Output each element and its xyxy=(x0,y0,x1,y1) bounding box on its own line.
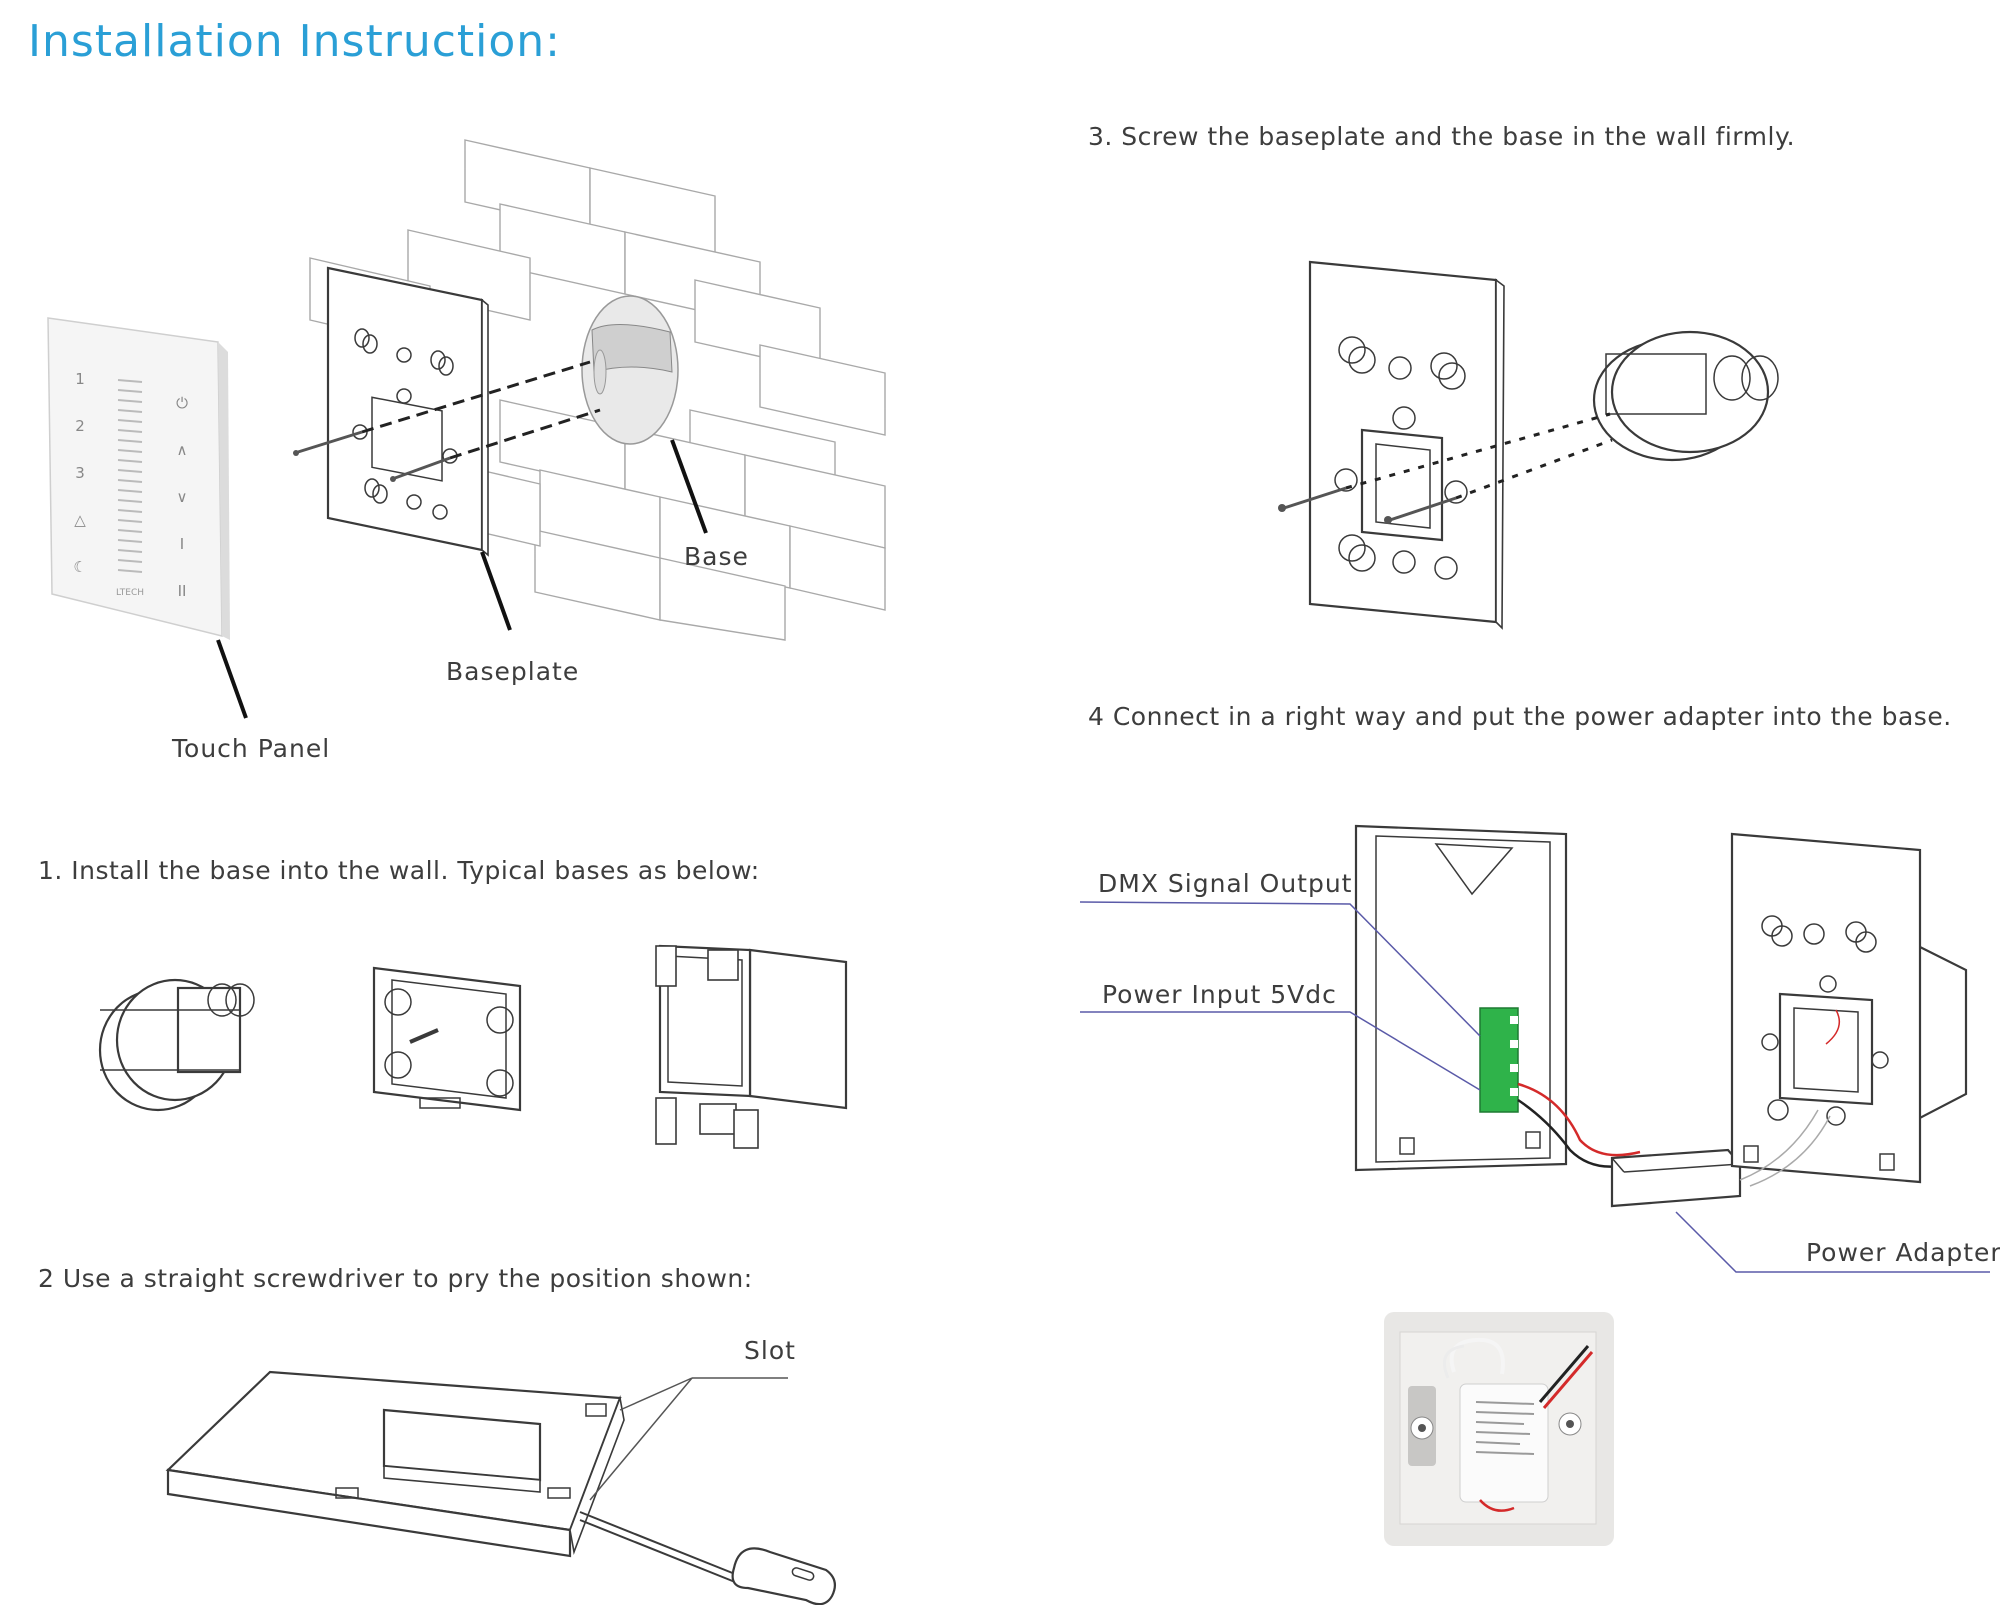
panel-button: 2 xyxy=(75,417,85,435)
touch-panel-label: Touch Panel xyxy=(172,734,331,763)
typical-bases-diagram xyxy=(98,944,848,1149)
screws xyxy=(293,360,601,482)
panel-left-buttons: 1 2 3 △ ☾ xyxy=(68,356,92,591)
wall-base-drawing xyxy=(581,295,679,445)
baseplate-with-box xyxy=(1730,832,1968,1187)
power-input-label: Power Input 5Vdc xyxy=(1102,980,1337,1009)
panel-brand: LTECH xyxy=(116,588,145,598)
rectangular-box xyxy=(655,944,848,1149)
panel-side-view xyxy=(165,1370,625,1558)
panel-button: ☾ xyxy=(73,558,87,576)
baseplate-front xyxy=(1308,260,1505,630)
page-title: Installation Instruction: xyxy=(28,16,561,67)
square-base xyxy=(372,966,522,1112)
base-label: Base xyxy=(684,542,749,571)
leader-lines xyxy=(1079,901,1990,1273)
power-adapter-drawing xyxy=(1610,1148,1742,1208)
step-3-text: 3. Screw the baseplate and the base in t… xyxy=(1088,122,1796,151)
baseplate-label: Baseplate xyxy=(446,657,580,686)
panel-button: ∧ xyxy=(176,441,188,459)
panel-back xyxy=(1354,824,1568,1172)
panel-button: 3 xyxy=(75,464,85,482)
screwdriver xyxy=(579,1511,837,1605)
round-base xyxy=(98,978,255,1112)
brick-wall xyxy=(309,139,886,641)
slot-leader xyxy=(589,1377,788,1501)
terminal-block xyxy=(1479,1007,1519,1113)
dmx-signal-output-label: DMX Signal Output xyxy=(1098,869,1353,898)
screws-step3 xyxy=(1278,412,1613,524)
wiring-diagram xyxy=(1079,824,1990,1273)
screw-baseplate-diagram xyxy=(1278,260,1779,630)
panel-right-buttons: ⏻ ∧ ∨ I II xyxy=(170,380,194,615)
panel-button: II xyxy=(177,582,187,600)
panel-button: I xyxy=(179,535,185,553)
touch-panel-drawing xyxy=(47,317,230,640)
step-4-text: 4 Connect in a right way and put the pow… xyxy=(1088,702,1952,731)
panel-button: ⏻ xyxy=(176,394,188,412)
wires xyxy=(1517,1082,1641,1168)
panel-button: 1 xyxy=(75,370,85,388)
step-2-text: 2 Use a straight screwdriver to pry the … xyxy=(38,1264,753,1293)
step-1-text: 1. Install the base into the wall. Typic… xyxy=(38,856,760,885)
pry-diagram xyxy=(165,1370,837,1605)
panel-button: △ xyxy=(74,511,86,529)
slot-label: Slot xyxy=(744,1336,796,1365)
power-adapter-label: Power Adapter xyxy=(1806,1238,2000,1267)
exploded-wall-diagram xyxy=(47,139,886,719)
panel-button: ∨ xyxy=(176,488,188,506)
round-base-open xyxy=(1592,330,1779,462)
baseplate-drawing xyxy=(326,266,489,557)
installed-adapter-photo xyxy=(1384,1312,1614,1546)
